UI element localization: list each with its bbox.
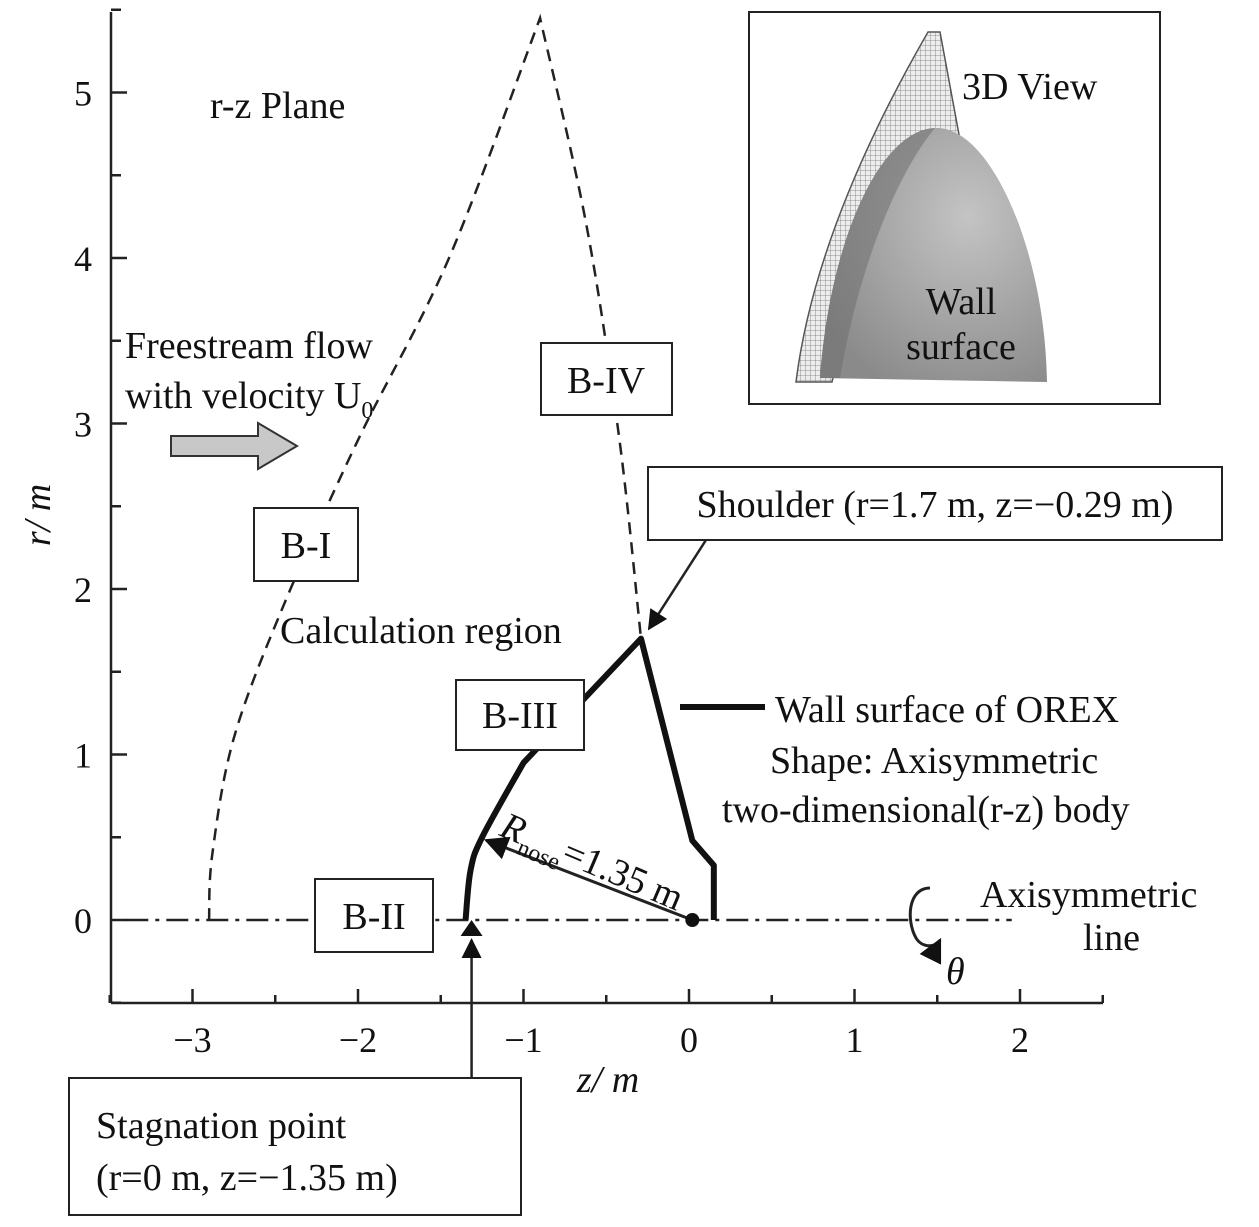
boundary-b1: B-I xyxy=(253,507,359,582)
svg-text:B-IV: B-IV xyxy=(567,360,646,402)
freestream-label-line1: Freestream flow xyxy=(125,325,374,367)
svg-text:B-I: B-I xyxy=(281,525,332,567)
stagnation-callout: Stagnation point (r=0 m, z=−1.35 m) xyxy=(68,1077,522,1216)
nose-radius-arrow xyxy=(483,836,693,922)
y-tick-label: 1 xyxy=(74,736,92,776)
x-tick-label: 0 xyxy=(680,1020,698,1060)
rotation-arrow-icon xyxy=(908,886,942,965)
inset-shadow-band xyxy=(820,128,935,378)
y-tick-label: 4 xyxy=(74,239,92,279)
axisymmetric-label-line2: line xyxy=(1083,917,1140,959)
boundary-b3: B-III xyxy=(455,679,585,751)
theta-label: θ xyxy=(946,951,965,993)
svg-text:Shoulder (r=1.7 m, z=−0.29 m): Shoulder (r=1.7 m, z=−0.29 m) xyxy=(697,484,1174,526)
boundary-b2: B-II xyxy=(314,878,434,953)
x-ticks: −3 −2 −1 0 1 2 xyxy=(108,989,1104,1060)
plane-label: r-z Plane xyxy=(210,85,345,127)
nose-radius-label: Rnose=1.35 m xyxy=(491,804,690,925)
stagnation-marker xyxy=(460,920,483,936)
outer-boundary-dashed xyxy=(207,13,643,921)
inset-title: 3D View xyxy=(962,66,1098,108)
inset-3d-view: 3D View Wall surface xyxy=(748,11,1161,405)
shoulder-arrow xyxy=(647,539,708,631)
nose-center-dot xyxy=(685,913,700,927)
svg-text:B-II: B-II xyxy=(342,896,405,938)
calculation-region-label: Calculation region xyxy=(280,610,562,652)
freestream-arrow-icon xyxy=(170,421,299,471)
freestream-label-line2: with velocity U0 xyxy=(125,375,373,424)
wall-legend-line3: two-dimensional(r-z) body xyxy=(722,789,1130,831)
y-ticks: 0 1 2 3 4 5 xyxy=(74,8,127,1004)
axisymmetric-label-line1: Axisymmetric xyxy=(980,874,1197,916)
y-axis-title: r/ m xyxy=(17,484,59,546)
axes: −3 −2 −1 0 1 2 0 1 2 3 4 5 xyxy=(74,8,1104,1060)
wall-legend-line2: Shape: Axisymmetric xyxy=(770,740,1098,782)
x-tick-label: 1 xyxy=(846,1020,864,1060)
shoulder-callout: Shoulder (r=1.7 m, z=−0.29 m) xyxy=(647,466,1223,541)
x-tick-label: −1 xyxy=(504,1020,542,1060)
x-tick-label: 2 xyxy=(1011,1020,1029,1060)
wall-legend-line1: Wall surface of OREX xyxy=(775,689,1119,731)
x-tick-label: −3 xyxy=(173,1020,211,1060)
boundary-b4: B-IV xyxy=(540,342,673,416)
svg-text:Stagnation point: Stagnation point xyxy=(96,1105,347,1147)
inset-wall-line2: surface xyxy=(906,326,1016,368)
y-tick-label: 2 xyxy=(74,570,92,610)
wall-surface-profile xyxy=(462,635,717,921)
inset-wall-line1: Wall xyxy=(926,281,997,323)
x-tick-label: −2 xyxy=(339,1020,377,1060)
x-axis-title: z/ m xyxy=(576,1059,639,1101)
y-tick-label: 0 xyxy=(74,901,92,941)
svg-text:(r=0 m, z=−1.35 m): (r=0 m, z=−1.35 m) xyxy=(96,1157,398,1199)
y-tick-label: 5 xyxy=(74,74,92,114)
svg-text:B-III: B-III xyxy=(482,695,558,737)
y-tick-label: 3 xyxy=(74,405,92,445)
